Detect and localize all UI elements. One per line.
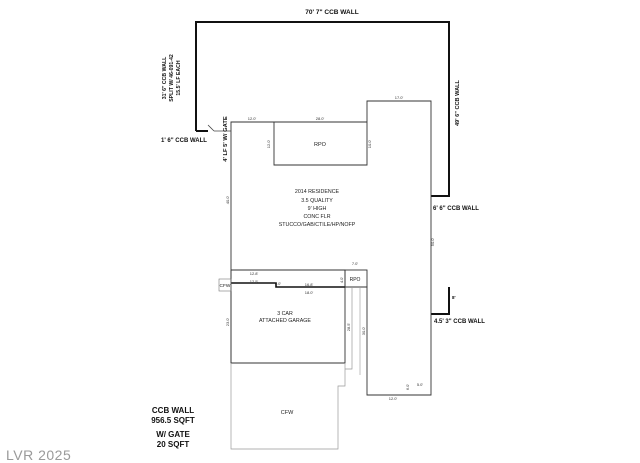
garage-line-1: 3 CAR [277, 311, 293, 317]
room-cfw-left: CFW [220, 283, 231, 289]
wall-label-left-2: SPLIT W/ 46-091-42 [169, 54, 175, 102]
dim-label: 23.0' [225, 317, 230, 326]
residence-line-5: STUCCO/GAB/CTILE/HP/NOFP [279, 222, 356, 228]
wall-label-right-mid: 6' 6" CCB WALL [433, 206, 479, 212]
wall-label-left-1: 31' 6" CCB WALL [162, 56, 168, 99]
dim-label: 7.0' [352, 261, 359, 266]
cfw-left-box [218, 278, 232, 292]
dim-label: 5.0' [417, 382, 424, 387]
dim-label: 4.0' [339, 277, 344, 284]
dim-label: 18.0' [305, 290, 314, 295]
wall-label-right-top: 49' 6" CCB WALL [455, 79, 461, 126]
dim-label: 50.0' [430, 237, 435, 246]
dim-label: 17.0' [395, 95, 404, 100]
dim-label: 16.8' [305, 282, 314, 287]
residence-line-3: 9' HIGH [308, 206, 327, 212]
gate-value: 20 SQFT [156, 440, 190, 449]
ccb-wall-perimeter [195, 21, 450, 197]
dim-label: 28.0' [316, 116, 325, 121]
room-rpo-mid: RPO [350, 277, 361, 283]
wall-label-top: 70' 7" CCB WALL [305, 9, 358, 16]
garage-thick-wall [231, 282, 345, 288]
dim-label: 6.0' [405, 384, 410, 391]
dim-label: 10.0' [367, 139, 372, 148]
gate-label: 4' LF 5' W/ GATE [223, 116, 229, 162]
wall-label-right-low-small: 8' [452, 295, 456, 300]
residence-outline [230, 100, 432, 396]
dim-label: 12.0' [266, 139, 271, 148]
ccb-summary: CCB WALL 956.5 SQFT [143, 406, 203, 426]
gate-summary: W/ GATE 20 SQFT [143, 430, 203, 450]
ccb-label: CCB WALL [151, 406, 195, 415]
dim-label: 40.0' [225, 195, 230, 204]
watermark: LVR 2025 [6, 447, 72, 463]
room-rpo-top: RPO [314, 142, 327, 148]
gate-label-summary: W/ GATE [156, 430, 190, 439]
dim-label: 28.5' [346, 322, 351, 331]
gate-swing [207, 124, 215, 132]
cfw-bottom-outline [230, 363, 346, 450]
dim-label: 30.0' [361, 326, 366, 335]
garage-inner-path [345, 287, 353, 370]
dim-label: 12.0' [389, 396, 398, 401]
residence-line-2: 3.5 QUALITY [301, 198, 333, 204]
dim-label: 12.8' [250, 271, 259, 276]
residence-line-4: CONC FLR [303, 214, 330, 220]
wall-label-left-3: 15.5' LF EACH [176, 60, 182, 96]
dim-label: 2.0' [275, 281, 282, 286]
wall-label-right-low: 4.5' 3" CCB WALL [434, 319, 485, 325]
residence-line-1: 2014 RESIDENCE [295, 189, 340, 195]
garage-line-2: ATTACHED GARAGE [259, 318, 311, 324]
room-cfw-bottom: CFW [281, 410, 294, 416]
mid-rpo-box [344, 269, 368, 288]
ccb-value: 956.5 SQFT [151, 416, 195, 425]
dim-label: 12.0' [248, 116, 257, 121]
dim-label: 12.5' [250, 279, 259, 284]
ccb-wall-right-low [431, 287, 450, 315]
wall-label-small-left: 1' 6" CCB WALL [161, 138, 207, 144]
